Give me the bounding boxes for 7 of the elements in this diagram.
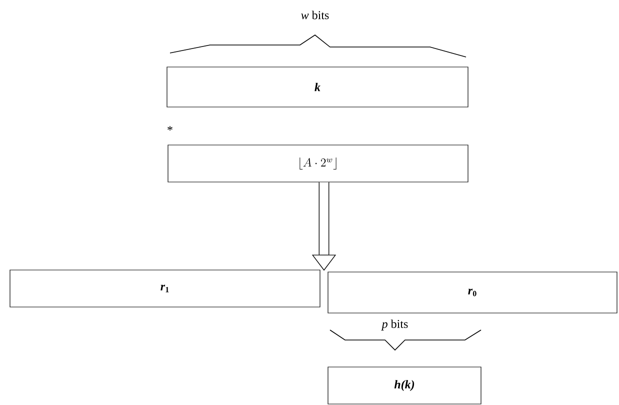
register-box: r$_{0}$ xyxy=(328,272,618,314)
register-box: h(k) xyxy=(328,366,482,404)
text-label: w bits xyxy=(301,10,329,20)
register-box: $\left\lfloor A\cdot 2^{w}\right\rfloor$ xyxy=(168,144,468,182)
text-label: * xyxy=(168,126,172,130)
register-box: k xyxy=(166,66,468,108)
register-box: r$_{1}$ xyxy=(10,270,320,308)
